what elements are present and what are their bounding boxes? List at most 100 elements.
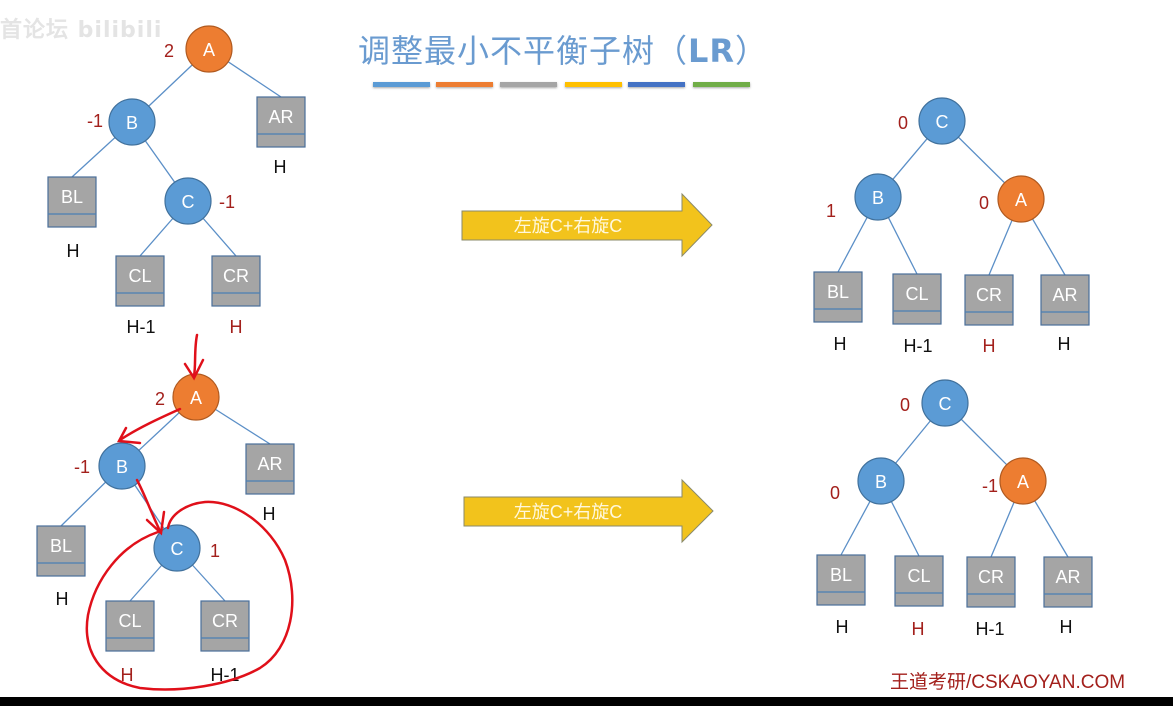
subtree-label: AR xyxy=(1055,567,1080,587)
hand-annotations xyxy=(85,333,294,691)
balance-factor: 2 xyxy=(155,389,165,409)
subtree-height: H xyxy=(912,619,925,639)
node-a: A2 xyxy=(164,25,233,73)
color-bar-4 xyxy=(565,82,622,87)
subtree-cl: CLH xyxy=(105,600,155,685)
subtree-bl: BLH xyxy=(36,525,86,609)
subtree-cl: CL H-1 xyxy=(892,273,942,356)
node-label: B xyxy=(116,457,128,477)
color-bar-3 xyxy=(500,82,557,87)
subtree-cl: CL H-1 xyxy=(115,255,165,337)
subtree-height: H-1 xyxy=(126,317,155,337)
node-label: C xyxy=(939,394,952,414)
node-a: A2 xyxy=(155,373,220,421)
subtree-ar: ARH xyxy=(1040,274,1090,354)
node-label: A xyxy=(1017,472,1029,492)
subtree-height: H xyxy=(834,334,847,354)
footer-brand: 王道考研/CSKAOYAN.COM xyxy=(890,672,1126,693)
balance-factor: -1 xyxy=(87,111,103,131)
subtree-ar: AR H xyxy=(1043,556,1093,637)
subtree-height: H xyxy=(230,317,243,337)
balance-factor: 0 xyxy=(830,483,840,503)
balance-factor: 0 xyxy=(900,395,910,415)
node-b: B -1 xyxy=(87,98,156,146)
node-label: C xyxy=(182,192,195,212)
node-label: A xyxy=(1015,190,1027,210)
subtree-height: H xyxy=(1058,334,1071,354)
node-label: C xyxy=(936,112,949,132)
subtree-height: H xyxy=(1060,617,1073,637)
rotation-arrow-label: 左旋C+右旋C xyxy=(514,502,623,522)
subtree-height: H xyxy=(67,241,80,261)
balance-factor: 0 xyxy=(979,193,989,213)
subtree-height: H-1 xyxy=(975,619,1004,639)
node-b: B1 xyxy=(826,173,902,221)
node-label: B xyxy=(126,113,138,133)
subtree-ar: ARH xyxy=(245,443,295,524)
subtree-label: CL xyxy=(905,284,928,304)
rotation-arrow-2: 左旋C+右旋C xyxy=(463,478,714,544)
subtree-cr: CR H-1 xyxy=(966,556,1016,639)
annotation-arrowhead-b xyxy=(117,426,142,445)
balance-factor: -1 xyxy=(219,192,235,212)
subtree-label: CL xyxy=(907,566,930,586)
subtree-height: H-1 xyxy=(903,336,932,356)
subtree-label: CR xyxy=(978,567,1004,587)
balance-factor: 0 xyxy=(898,113,908,133)
color-bar-1 xyxy=(373,82,430,87)
annotation-arrow-b-to-c xyxy=(135,478,162,533)
slide-title: 调整最小不平衡子树（LR） xyxy=(358,26,768,72)
node-a: A0 xyxy=(979,175,1045,223)
video-watermark: 首论坛 bilibili xyxy=(0,18,163,43)
subtree-cr: CR H xyxy=(964,274,1014,356)
subtree-cl: CL H xyxy=(894,555,944,639)
rotation-arrow-label: 左旋C+右旋C xyxy=(514,216,623,236)
subtree-label: BL xyxy=(827,282,849,302)
annotation-circle xyxy=(85,500,294,691)
annotation-arrow-to-a xyxy=(192,333,199,378)
subtree-label: BL xyxy=(830,565,852,585)
node-label: B xyxy=(875,472,887,492)
subtree-label: CL xyxy=(128,266,151,286)
node-c: C0 xyxy=(898,97,966,145)
subtree-bl: BL H xyxy=(813,271,863,354)
subtree-label: BL xyxy=(61,187,83,207)
title-tag: LR xyxy=(688,32,736,70)
node-c: C0 xyxy=(900,379,969,427)
balance-factor: 2 xyxy=(164,41,174,61)
subtree-label: CL xyxy=(118,611,141,631)
subtree-label: CR xyxy=(223,266,249,286)
node-label: B xyxy=(872,188,884,208)
subtree-ar: AR H xyxy=(256,96,306,177)
subtree-label: AR xyxy=(268,107,293,127)
subtree-height: H xyxy=(263,504,276,524)
subtree-height: H xyxy=(274,157,287,177)
node-label: A xyxy=(203,40,215,60)
subtree-label: CR xyxy=(212,611,238,631)
color-bar-5 xyxy=(628,82,685,87)
subtree-cr: CR H xyxy=(211,255,261,337)
annotation-arrow-a-to-b xyxy=(118,407,182,442)
node-b: B -1 xyxy=(74,442,146,490)
node-label: C xyxy=(171,539,184,559)
node-b: B0 xyxy=(830,457,905,505)
annotation-arrowhead-a xyxy=(183,358,205,381)
subtree-height: H xyxy=(983,336,996,356)
node-label: A xyxy=(190,388,202,408)
subtree-cr: CRH-1 xyxy=(200,600,250,685)
balance-factor: -1 xyxy=(74,457,90,477)
subtree-label: CR xyxy=(976,285,1002,305)
title-main: 调整最小不平衡子树（ xyxy=(358,32,689,70)
balance-factor: -1 xyxy=(982,476,998,496)
bottom-black-bar xyxy=(0,697,1173,706)
node-a: A -1 xyxy=(982,457,1047,505)
subtree-label: BL xyxy=(50,536,72,556)
color-bar-6 xyxy=(693,82,750,87)
title-close: ） xyxy=(735,32,769,70)
